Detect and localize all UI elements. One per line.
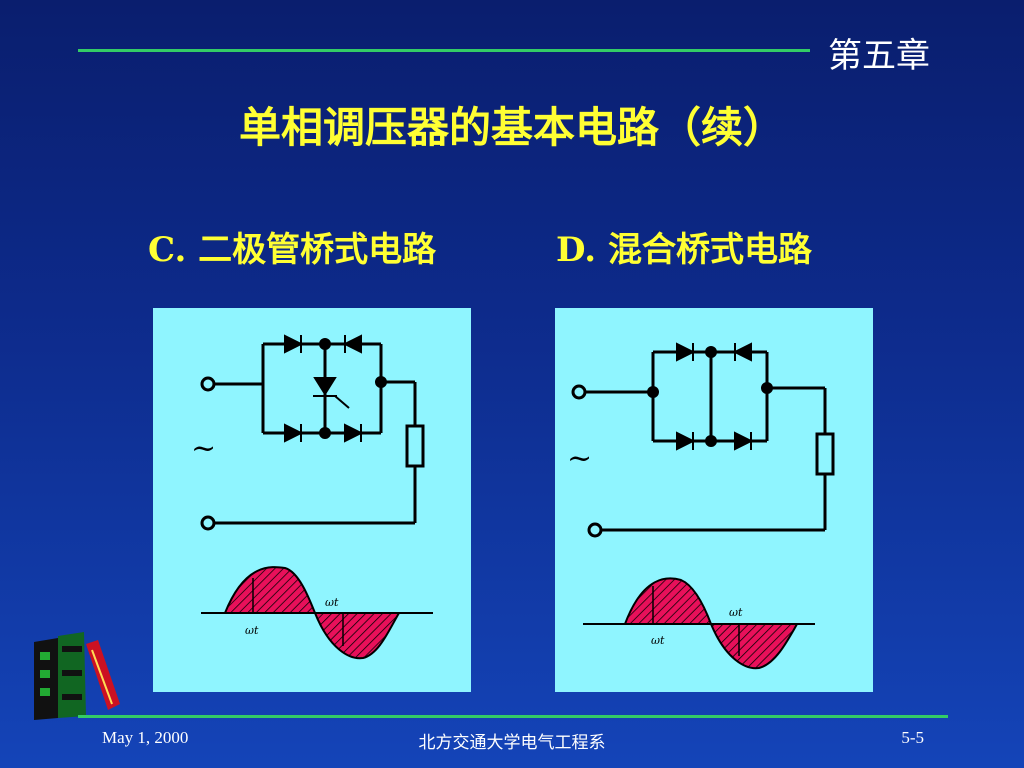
load-resistor bbox=[815, 432, 835, 476]
input-terminal-top bbox=[200, 376, 216, 392]
diode-2 bbox=[734, 431, 754, 451]
section-d-label: D. 混合桥式电路 bbox=[556, 230, 812, 270]
thyristor-1 bbox=[676, 342, 696, 362]
diode-1 bbox=[284, 334, 304, 354]
diode-1 bbox=[676, 431, 696, 451]
diode-4 bbox=[344, 423, 364, 443]
diode-2 bbox=[342, 334, 362, 354]
slide-title: 单相调压器的基本电路（续） bbox=[238, 103, 785, 152]
hybrid-bridge-diagram: ~ ωt ωt bbox=[555, 308, 873, 692]
time-axis-label-d1: ωt bbox=[729, 606, 743, 619]
thyristor-2 bbox=[732, 342, 752, 362]
time-axis-label-d2: ωt bbox=[651, 634, 665, 647]
thyristor bbox=[313, 377, 337, 396]
top-divider bbox=[78, 49, 810, 52]
input-terminal-bottom bbox=[587, 522, 603, 538]
chapter-label: 第五章 bbox=[828, 36, 930, 76]
ac-source-symbol: ~ bbox=[191, 431, 216, 466]
diode-3 bbox=[284, 423, 304, 443]
books-icon bbox=[28, 630, 124, 726]
footer-page-number: 5-5 bbox=[901, 728, 924, 747]
load-resistor bbox=[405, 424, 425, 468]
input-terminal-bottom bbox=[200, 515, 216, 531]
input-terminal-top bbox=[571, 384, 587, 400]
footer-date: May 1, 2000 bbox=[102, 728, 189, 747]
time-axis-label-c1: ωt bbox=[325, 596, 339, 609]
time-axis-label-c2: ωt bbox=[245, 624, 259, 637]
ac-source-symbol: ~ bbox=[567, 441, 592, 476]
section-c-label: C. 二极管桥式电路 bbox=[148, 230, 437, 270]
bottom-divider bbox=[78, 715, 948, 718]
diode-bridge-diagram: ~ ωt ωt bbox=[153, 308, 471, 692]
footer-organization: 北方交通大学电气工程系 bbox=[418, 733, 606, 752]
